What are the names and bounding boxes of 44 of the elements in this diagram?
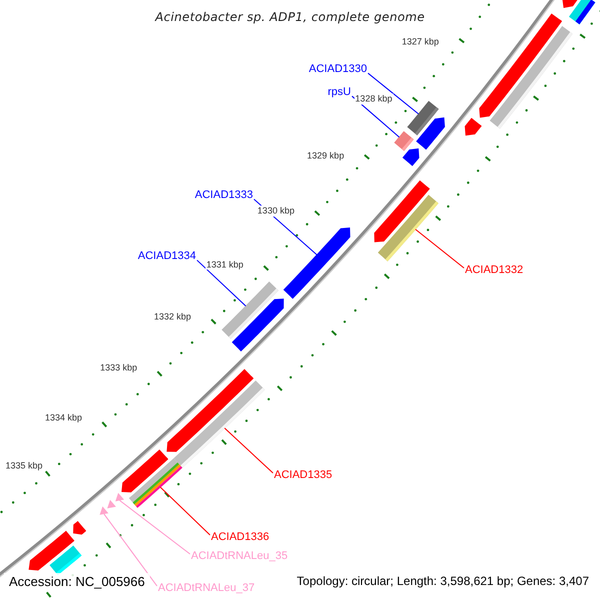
trna-marker [115,492,124,502]
leader-line [368,72,419,114]
map-title: Acinetobacter sp. ADP1, complete genome [154,10,426,24]
scale-label: 1330 kbp [256,205,296,216]
scale-label: 1334 kbp [44,412,84,424]
gene-label: ACIAD1334 [138,250,196,264]
gene-label: ACIADtRNALeu_37 [158,582,255,596]
gene-label: ACIAD1330 [308,63,367,76]
gene-segment [394,131,414,152]
trna-marker [100,506,108,515]
leader-line [196,260,246,306]
leader-line [160,486,210,536]
gene-segment [374,180,430,242]
leader-line [119,500,190,554]
gene-label: ACIAD1332 [465,264,524,278]
gene-segment [166,369,254,452]
leader-line [224,428,274,474]
gene-segment [232,298,284,352]
gene-label: ACIAD1336 [211,531,270,544]
gene-label: ACIAD1333 [194,189,253,202]
leader-line [415,228,464,268]
gene-segment [402,148,420,166]
leader-line [104,514,158,586]
gene-label: ACIADtRNALeu_35 [191,550,288,564]
gene-segment [283,228,350,299]
gene-label: ACIAD1335 [274,469,332,482]
scale-label: 1327 kbp [400,36,440,47]
gene-segment [122,449,168,492]
scale-label: 1335 kbp [4,460,44,472]
leader-line [352,96,400,138]
scale-label: 1332 kbp [152,312,192,322]
scale-label: 1331 kbp [205,259,244,270]
gene-segment [568,0,596,24]
gene-segment [464,118,482,136]
gene-segment [73,520,86,535]
gene-segment [416,117,445,150]
accession-text: Accession: NC_005966 [4,573,150,591]
scale-label: 1333 kbp [99,362,138,374]
gene-label: rpsU [328,86,351,100]
scale-label: 1328 kbp [354,94,394,105]
gene-segment [562,0,580,8]
scale-label: 1329 kbp [306,150,346,162]
trna-marker [107,500,116,508]
gene-segment [490,26,573,129]
